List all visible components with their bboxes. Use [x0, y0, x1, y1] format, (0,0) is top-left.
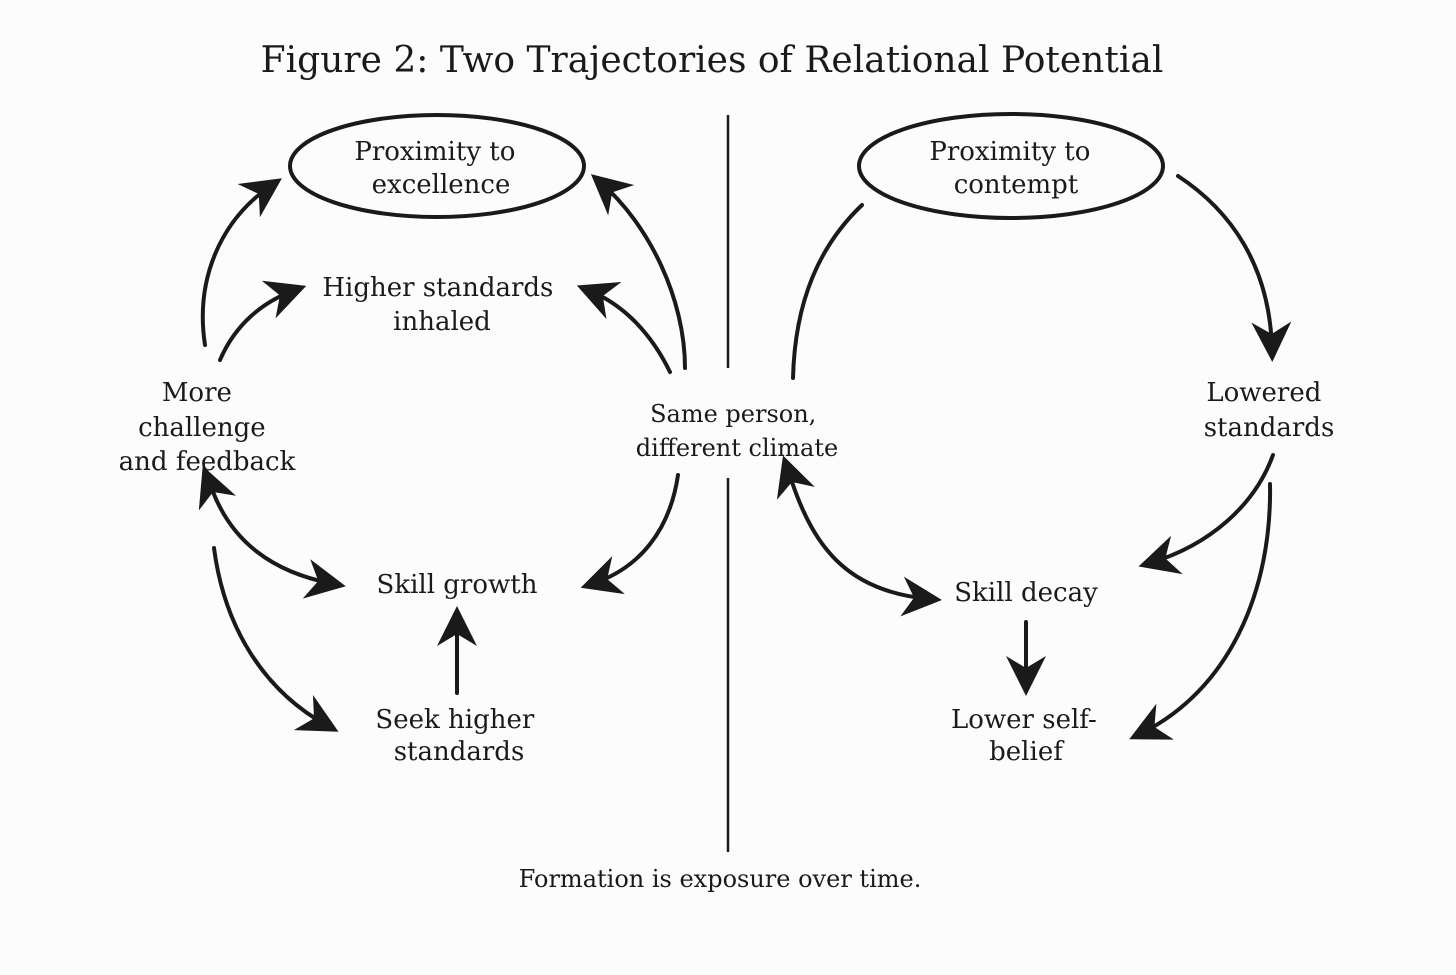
arrow-challenge-to-standards — [218, 280, 307, 362]
skill-decay-node: Skill decay — [954, 578, 1098, 608]
arrow-challenge-to-seek — [212, 546, 339, 732]
line-center-to-contempt — [791, 203, 864, 380]
higher-standards-node: Higher standards inhaled — [322, 273, 561, 337]
arrow-center-skill-decay — [776, 455, 942, 617]
arrow-lowered-to-belief — [1129, 482, 1273, 740]
arrow-center-to-excellence — [590, 174, 687, 370]
arrow-center-to-skill-growth — [580, 473, 680, 595]
lowered-standards-node: Lowered standards — [1204, 378, 1335, 443]
lower-self-belief-node: Lower self- belief — [951, 705, 1105, 767]
arrow-center-to-standards — [576, 281, 672, 374]
contempt-oval — [857, 112, 1165, 220]
excellence-oval — [288, 113, 586, 219]
arrow-lowered-to-skill-decay — [1138, 453, 1275, 575]
arrow-challenge-skill-growth — [198, 465, 346, 599]
figure-caption: Formation is exposure over time. — [519, 865, 922, 893]
seek-standards-node: Seek higher standards — [375, 705, 542, 767]
excellence-node: Proximity to excellence — [354, 137, 523, 200]
figure-title: Figure 2: Two Trajectories of Relational… — [261, 40, 1164, 81]
contempt-node: Proximity to contempt — [929, 137, 1098, 200]
arrow-contempt-to-lowered — [1176, 174, 1292, 362]
center-node: Same person, different climate — [636, 400, 838, 462]
arrow-challenge-to-excellence — [200, 178, 282, 347]
skill-growth-node: Skill growth — [377, 570, 538, 600]
challenge-node: More challenge and feedback — [119, 378, 296, 477]
